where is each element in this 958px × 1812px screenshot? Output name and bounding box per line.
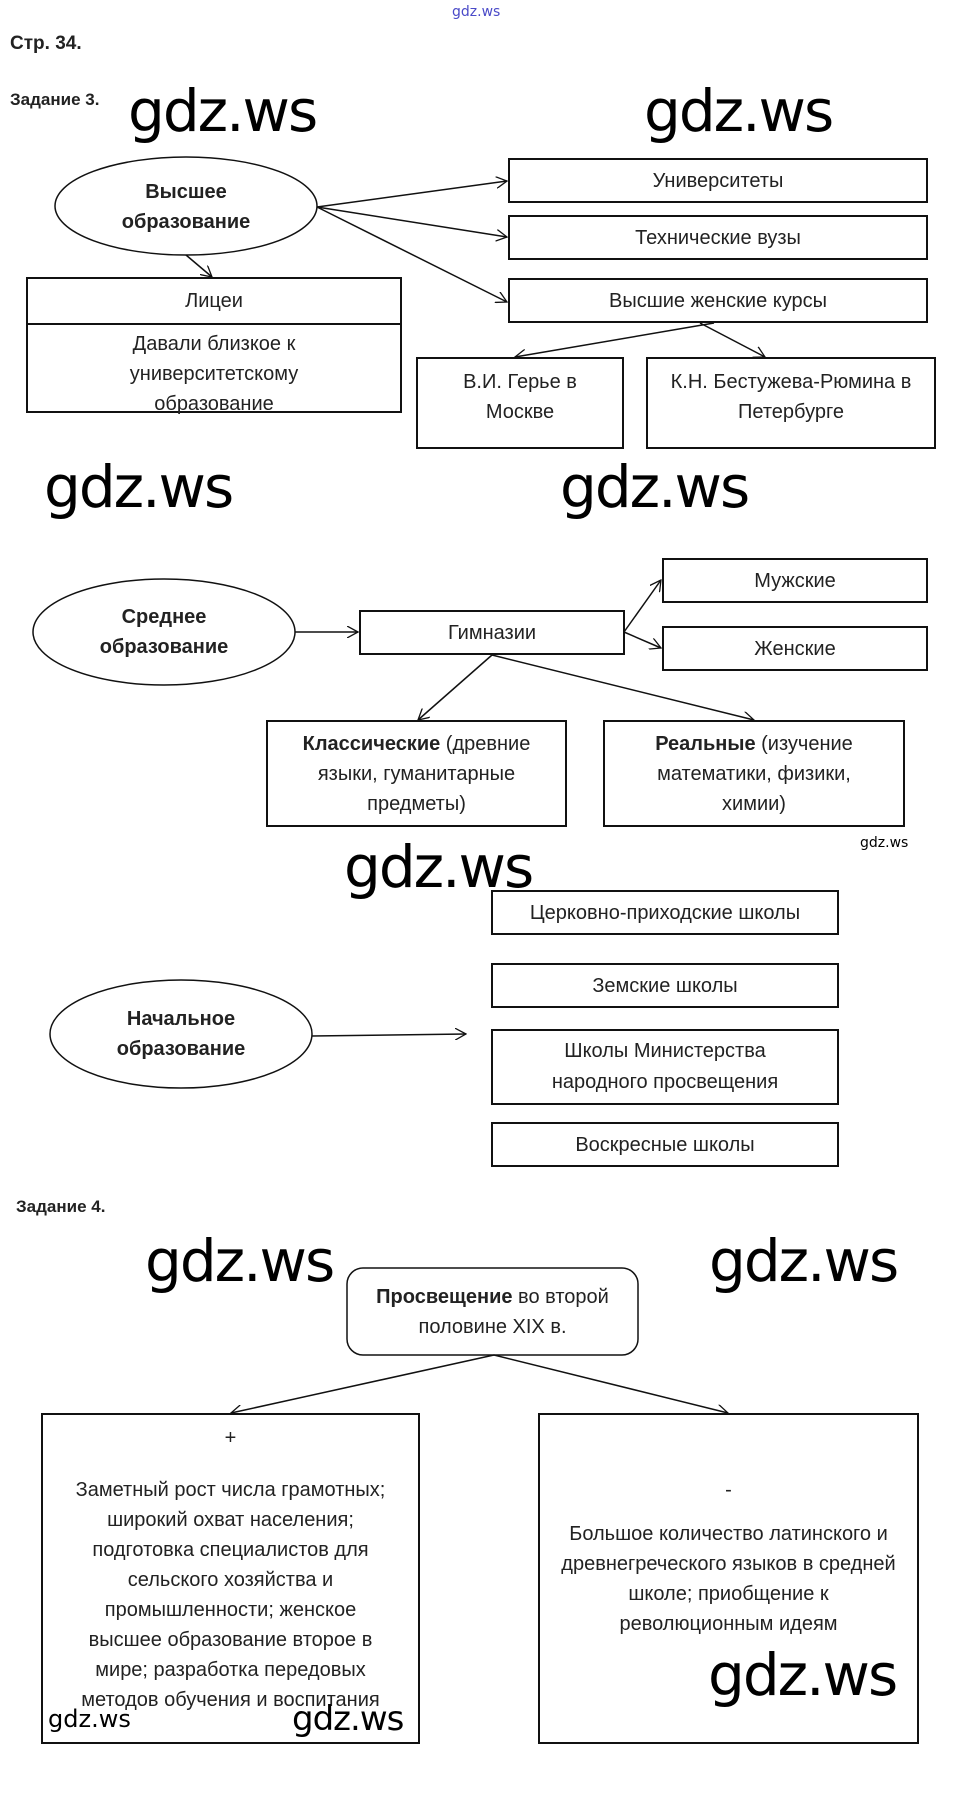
classical-title: Классические (302, 732, 441, 755)
watermark: gdz.ws (709, 1227, 899, 1295)
watermark: gdz.ws (644, 77, 834, 145)
technical-box: Технические вузы (508, 215, 928, 260)
arrow-to-male (623, 580, 661, 633)
node-line: Высшее (145, 180, 227, 203)
node-line: образование (116, 1038, 246, 1060)
classical-box: Классические (древние языки, гуманитарны… (266, 720, 567, 827)
real-title: Реальные (655, 732, 756, 755)
watermark-small: gdz.ws (860, 835, 909, 851)
node-line: образование (99, 636, 229, 658)
secondary-education-node: Среднее образование (33, 579, 295, 685)
node-line: Среднее (121, 606, 207, 628)
minus-box: - Большое количество латинского и древне… (538, 1413, 919, 1744)
watermark: gdz.ws (44, 453, 234, 521)
plus-text: Заметный рост числа грамотных; широкий о… (75, 1479, 386, 1711)
primary-education-node: Начальное образование (50, 980, 312, 1088)
watermark: gdz.ws (48, 1705, 131, 1733)
plus-sign: + (224, 1427, 237, 1449)
arrow-to-real (491, 654, 754, 720)
arrow-to-technical (316, 206, 507, 237)
watermark: gdz.ws (128, 77, 318, 145)
watermark: gdz.ws (292, 1699, 404, 1739)
enlightenment-text: Просвещение во второй половине XIX в. (347, 1268, 638, 1355)
watermark: gdz.ws (708, 1641, 898, 1709)
arrow-to-lycei (185, 254, 212, 277)
page-label: Стр. 34. (10, 33, 82, 54)
minus-text: Большое количество латинского и древнегр… (561, 1523, 896, 1635)
arrow-to-primary-schools (311, 1034, 466, 1036)
arrow-to-female (623, 631, 661, 648)
real-desc: (изучение математики, физики, химии) (657, 732, 853, 815)
classical-desc: (древние языки, гуманитарные предметы) (317, 732, 531, 815)
watermark: gdz.ws (344, 833, 534, 901)
watermark: gdz.ws (145, 1227, 335, 1295)
node-line: Начальное (126, 1008, 236, 1030)
higher-education-node: Высшее образование (55, 157, 317, 256)
arrow-to-universities (316, 181, 507, 208)
women-courses-box: Высшие женские курсы (508, 278, 928, 323)
female-box: Женские (662, 626, 928, 671)
zemstvo-schools-box: Земские школы (491, 963, 839, 1008)
task3-label: Задание 3. (10, 90, 100, 109)
minus-sign: - (725, 1479, 732, 1501)
sunday-schools-box: Воскресные школы (491, 1122, 839, 1167)
arrow-to-guerrier (515, 322, 715, 357)
ministry-schools-box: Школы Министерства народного просвещения (491, 1029, 839, 1105)
arrow-to-classical (418, 654, 493, 720)
primary-education-ellipse (49, 979, 313, 1089)
lycei-title: Лицеи (28, 279, 400, 325)
lycei-description: Давали близкое к университетскому образо… (129, 333, 299, 415)
arrow-to-women-courses (316, 206, 507, 302)
enlightenment-subtitle: во второй половине XIX в. (418, 1285, 609, 1338)
parish-schools-box: Церковно-приходские школы (491, 890, 839, 935)
bestuzhev-box: К.Н. Бестужева-Рюмина в Петербурге (646, 357, 936, 449)
real-box: Реальные (изучение математики, физики, х… (603, 720, 905, 827)
arrow-to-minus (493, 1354, 728, 1413)
enlightenment-title: Просвещение (376, 1285, 513, 1308)
site-mark[interactable]: gdz.ws (452, 4, 501, 20)
lycei-box: Лицеи Давали близкое к университетскому … (26, 277, 402, 415)
node-line: образование (121, 210, 251, 233)
guerrier-box: В.И. Герье в Москве (416, 357, 624, 449)
watermark: gdz.ws (560, 453, 750, 521)
arrow-to-bestuzhev (699, 322, 765, 357)
male-box: Мужские (662, 558, 928, 603)
task4-label: Задание 4. (16, 1197, 106, 1216)
gymnasia-box: Гимназии (359, 610, 625, 655)
plus-box: + Заметный рост числа грамотных; широкий… (41, 1413, 420, 1744)
universities-box: Университеты (508, 158, 928, 203)
arrow-to-plus (231, 1354, 495, 1413)
